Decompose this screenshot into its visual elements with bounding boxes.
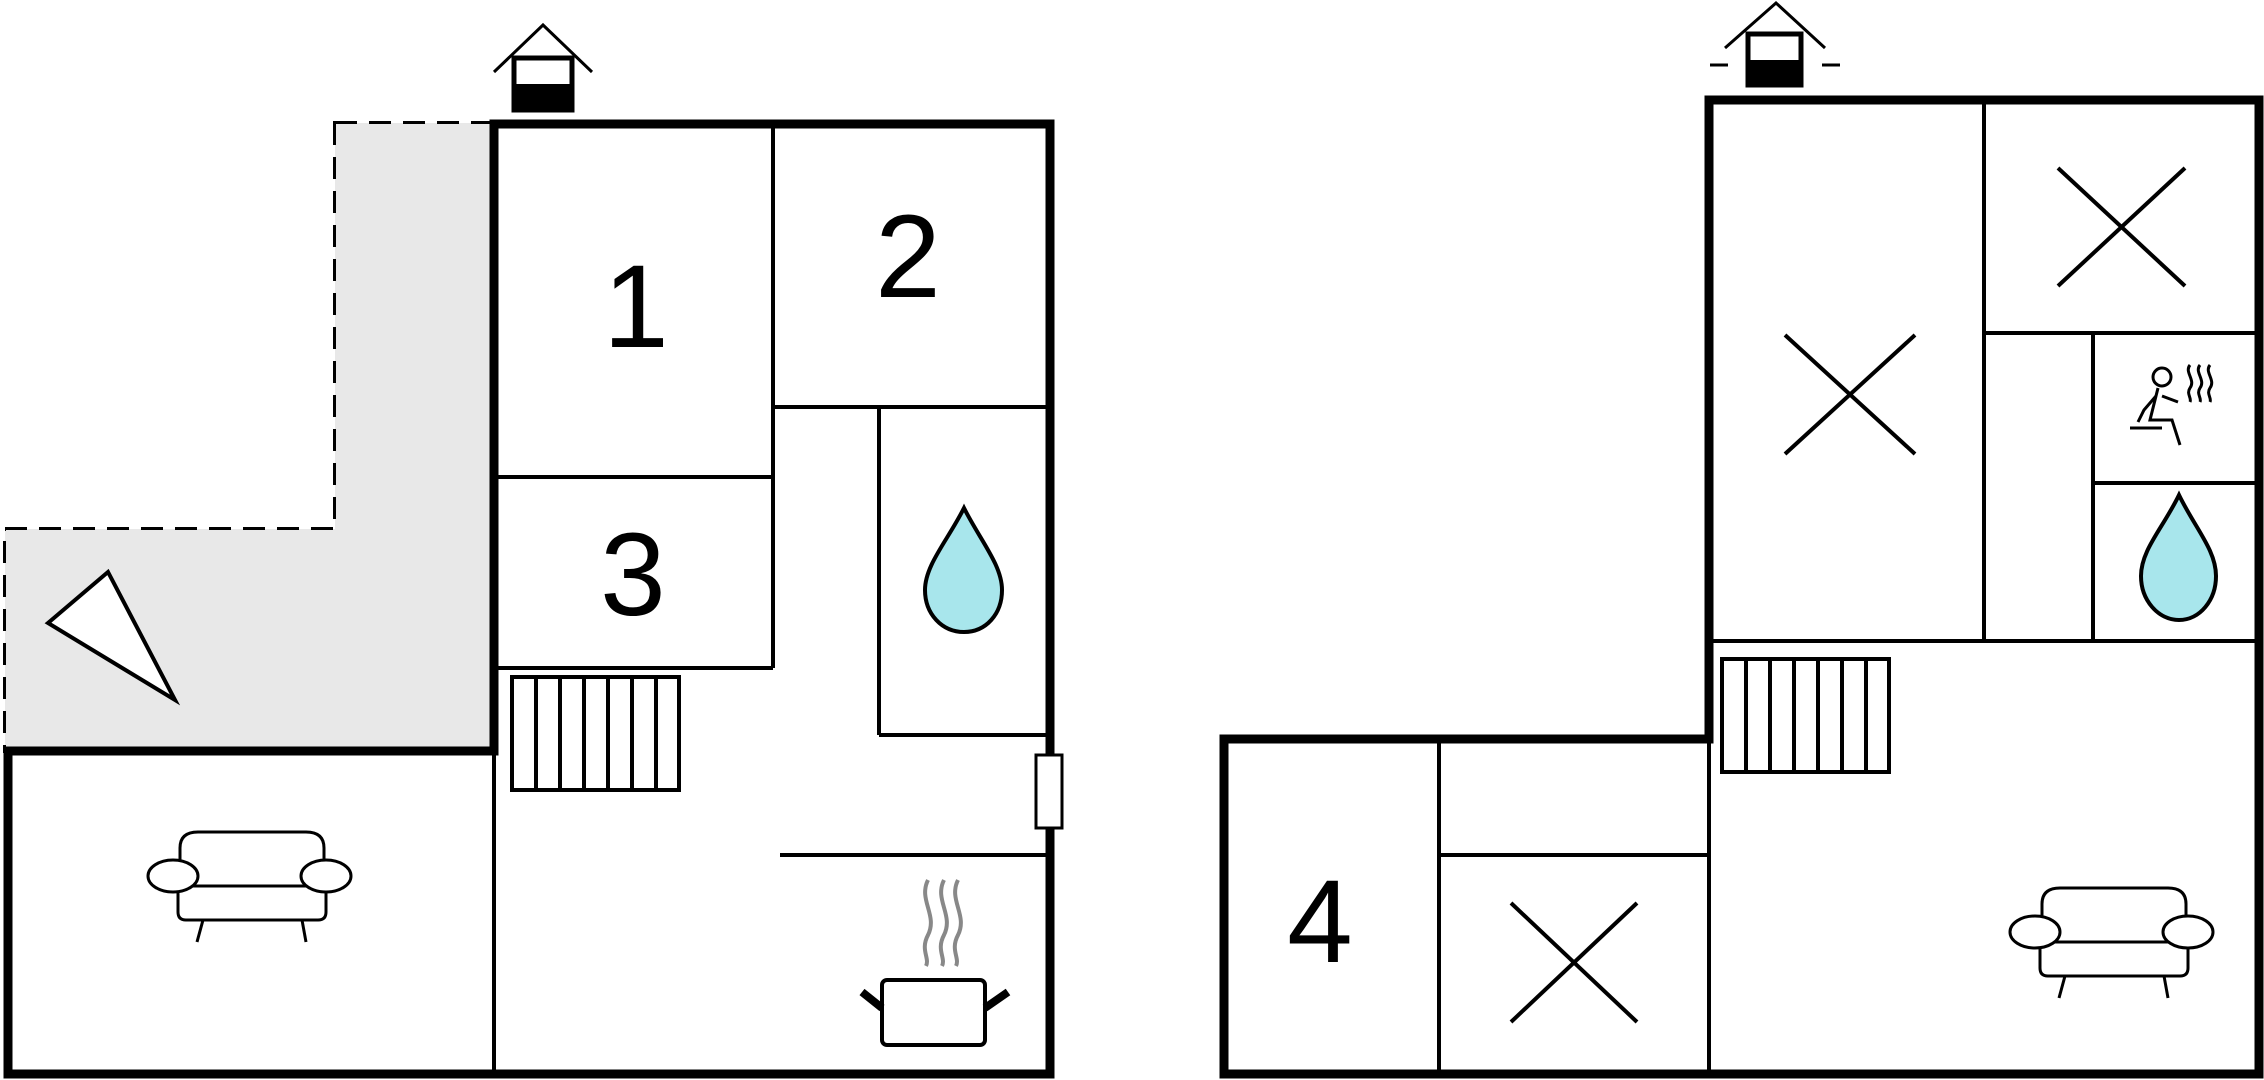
cross-icon [1783, 333, 1917, 456]
room-3-label: 3 [600, 509, 666, 641]
bathroom-drop-icon [2138, 490, 2219, 623]
door-icon [1034, 753, 1064, 830]
chimney-icon [492, 22, 594, 113]
room-1-label: 1 [603, 241, 669, 373]
room-2-label: 2 [875, 191, 941, 323]
compass-icon [44, 568, 181, 706]
stairs-icon [510, 675, 681, 792]
cross-icon [1509, 901, 1639, 1024]
room-4-label: 4 [1287, 856, 1353, 988]
bathroom-drop-icon [922, 503, 1005, 635]
chimney-icon [1710, 0, 1840, 88]
kitchen-pot-icon [859, 879, 1011, 1047]
ground-floor: 1 2 3 [3, 22, 1064, 1079]
cross-icon [2056, 166, 2187, 288]
stairs-icon [1720, 657, 1891, 774]
sauna-icon [2130, 364, 2214, 446]
upper-floor: 4 [1219, 0, 2264, 1079]
sofa-icon [146, 830, 353, 943]
sofa-icon [2008, 886, 2215, 999]
